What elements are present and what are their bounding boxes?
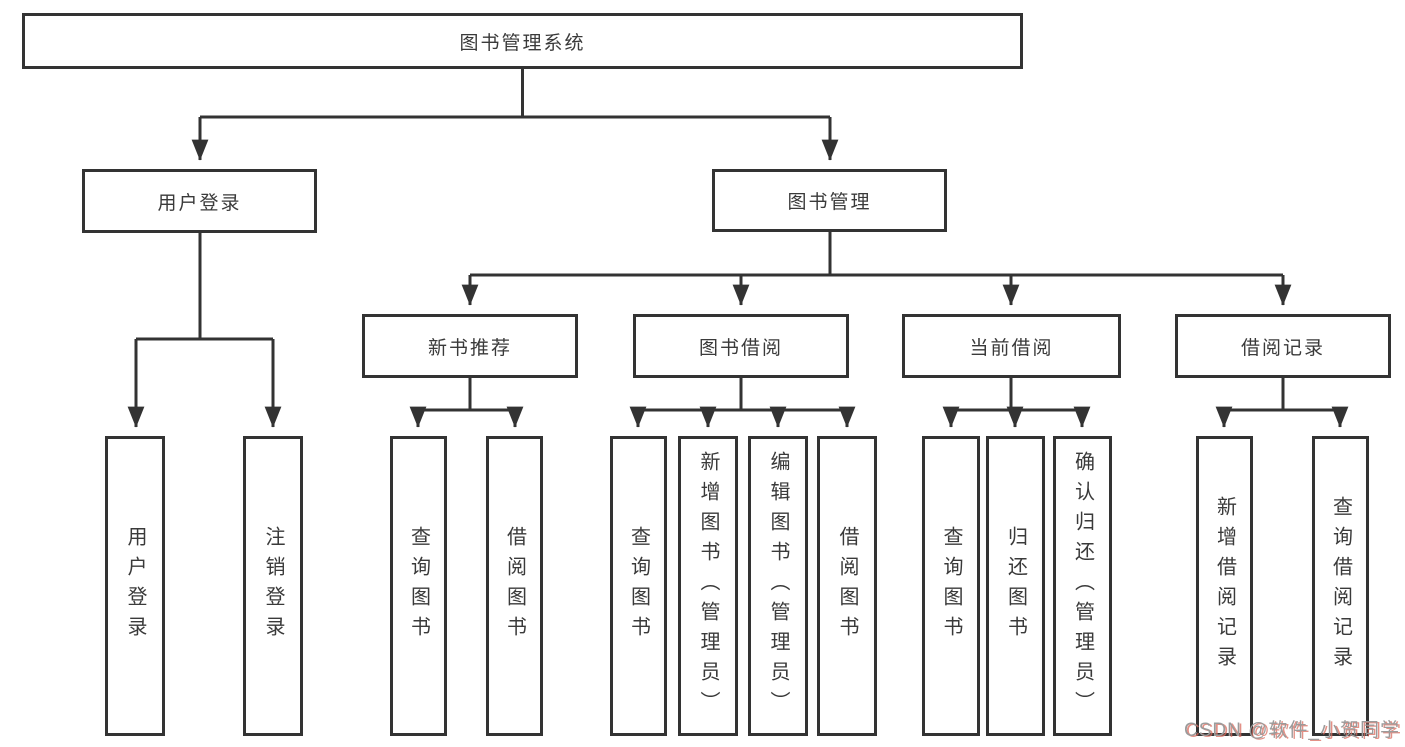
- leaf-add-books-admin-label: 新增图书（管理员）: [697, 451, 719, 721]
- leaf-query-books-borrow-label: 查询图书: [627, 526, 650, 646]
- leaf-confirm-return-admin-label: 确认归还（管理员）: [1071, 451, 1094, 721]
- leaf-add-books-admin: 新增图书（管理员）: [678, 436, 738, 736]
- node-current-borrow-label: 当前借阅: [969, 337, 1054, 359]
- node-book-management-label: 图书管理: [787, 192, 872, 213]
- leaf-add-borrow-record: 新增借阅记录: [1196, 436, 1253, 736]
- leaf-user-login-label: 用户登录: [124, 526, 146, 646]
- node-new-book-recommend: 新书推荐: [362, 314, 578, 378]
- csdn-watermark: CSDN @软件_小贺同学: [1184, 720, 1400, 741]
- leaf-logout: 注销登录: [243, 436, 303, 736]
- node-book-management: 图书管理: [712, 169, 947, 232]
- leaf-query-borrow-record-label: 查询借阅记录: [1329, 496, 1352, 676]
- leaf-return-books: 归还图书: [986, 436, 1045, 736]
- leaf-query-books-current-label: 查询图书: [940, 526, 962, 646]
- node-root-library-system: 图书管理系统: [22, 13, 1023, 69]
- node-borrow-records-label: 借阅记录: [1240, 337, 1325, 359]
- node-user-login: 用户登录: [82, 169, 317, 233]
- node-current-borrow: 当前借阅: [902, 314, 1121, 378]
- node-borrow-records: 借阅记录: [1175, 314, 1391, 378]
- leaf-add-borrow-record-label: 新增借阅记录: [1213, 496, 1236, 676]
- leaf-borrow-books-recommend: 借阅图书: [486, 436, 543, 736]
- leaf-query-books-current: 查询图书: [922, 436, 980, 736]
- leaf-confirm-return-admin: 确认归还（管理员）: [1053, 436, 1112, 736]
- leaf-borrow-books: 借阅图书: [817, 436, 877, 736]
- leaf-borrow-books-label: 借阅图书: [836, 526, 858, 646]
- leaf-logout-label: 注销登录: [262, 526, 284, 646]
- leaf-query-books-recommend-label: 查询图书: [407, 526, 430, 646]
- leaf-query-books-recommend: 查询图书: [390, 436, 447, 736]
- leaf-query-books-borrow: 查询图书: [610, 436, 667, 736]
- node-user-login-label: 用户登录: [157, 192, 242, 214]
- node-book-borrow: 图书借阅: [633, 314, 849, 378]
- leaf-query-borrow-record: 查询借阅记录: [1312, 436, 1369, 736]
- node-root-label: 图书管理系统: [459, 32, 586, 54]
- leaf-user-login: 用户登录: [105, 436, 165, 736]
- node-new-book-recommend-label: 新书推荐: [427, 337, 512, 359]
- node-book-borrow-label: 图书借阅: [698, 337, 783, 359]
- leaf-edit-books-admin: 编辑图书（管理员）: [748, 436, 808, 736]
- leaf-edit-books-admin-label: 编辑图书（管理员）: [767, 451, 789, 721]
- leaf-borrow-books-recommend-label: 借阅图书: [503, 526, 526, 646]
- leaf-return-books-label: 归还图书: [1004, 526, 1027, 646]
